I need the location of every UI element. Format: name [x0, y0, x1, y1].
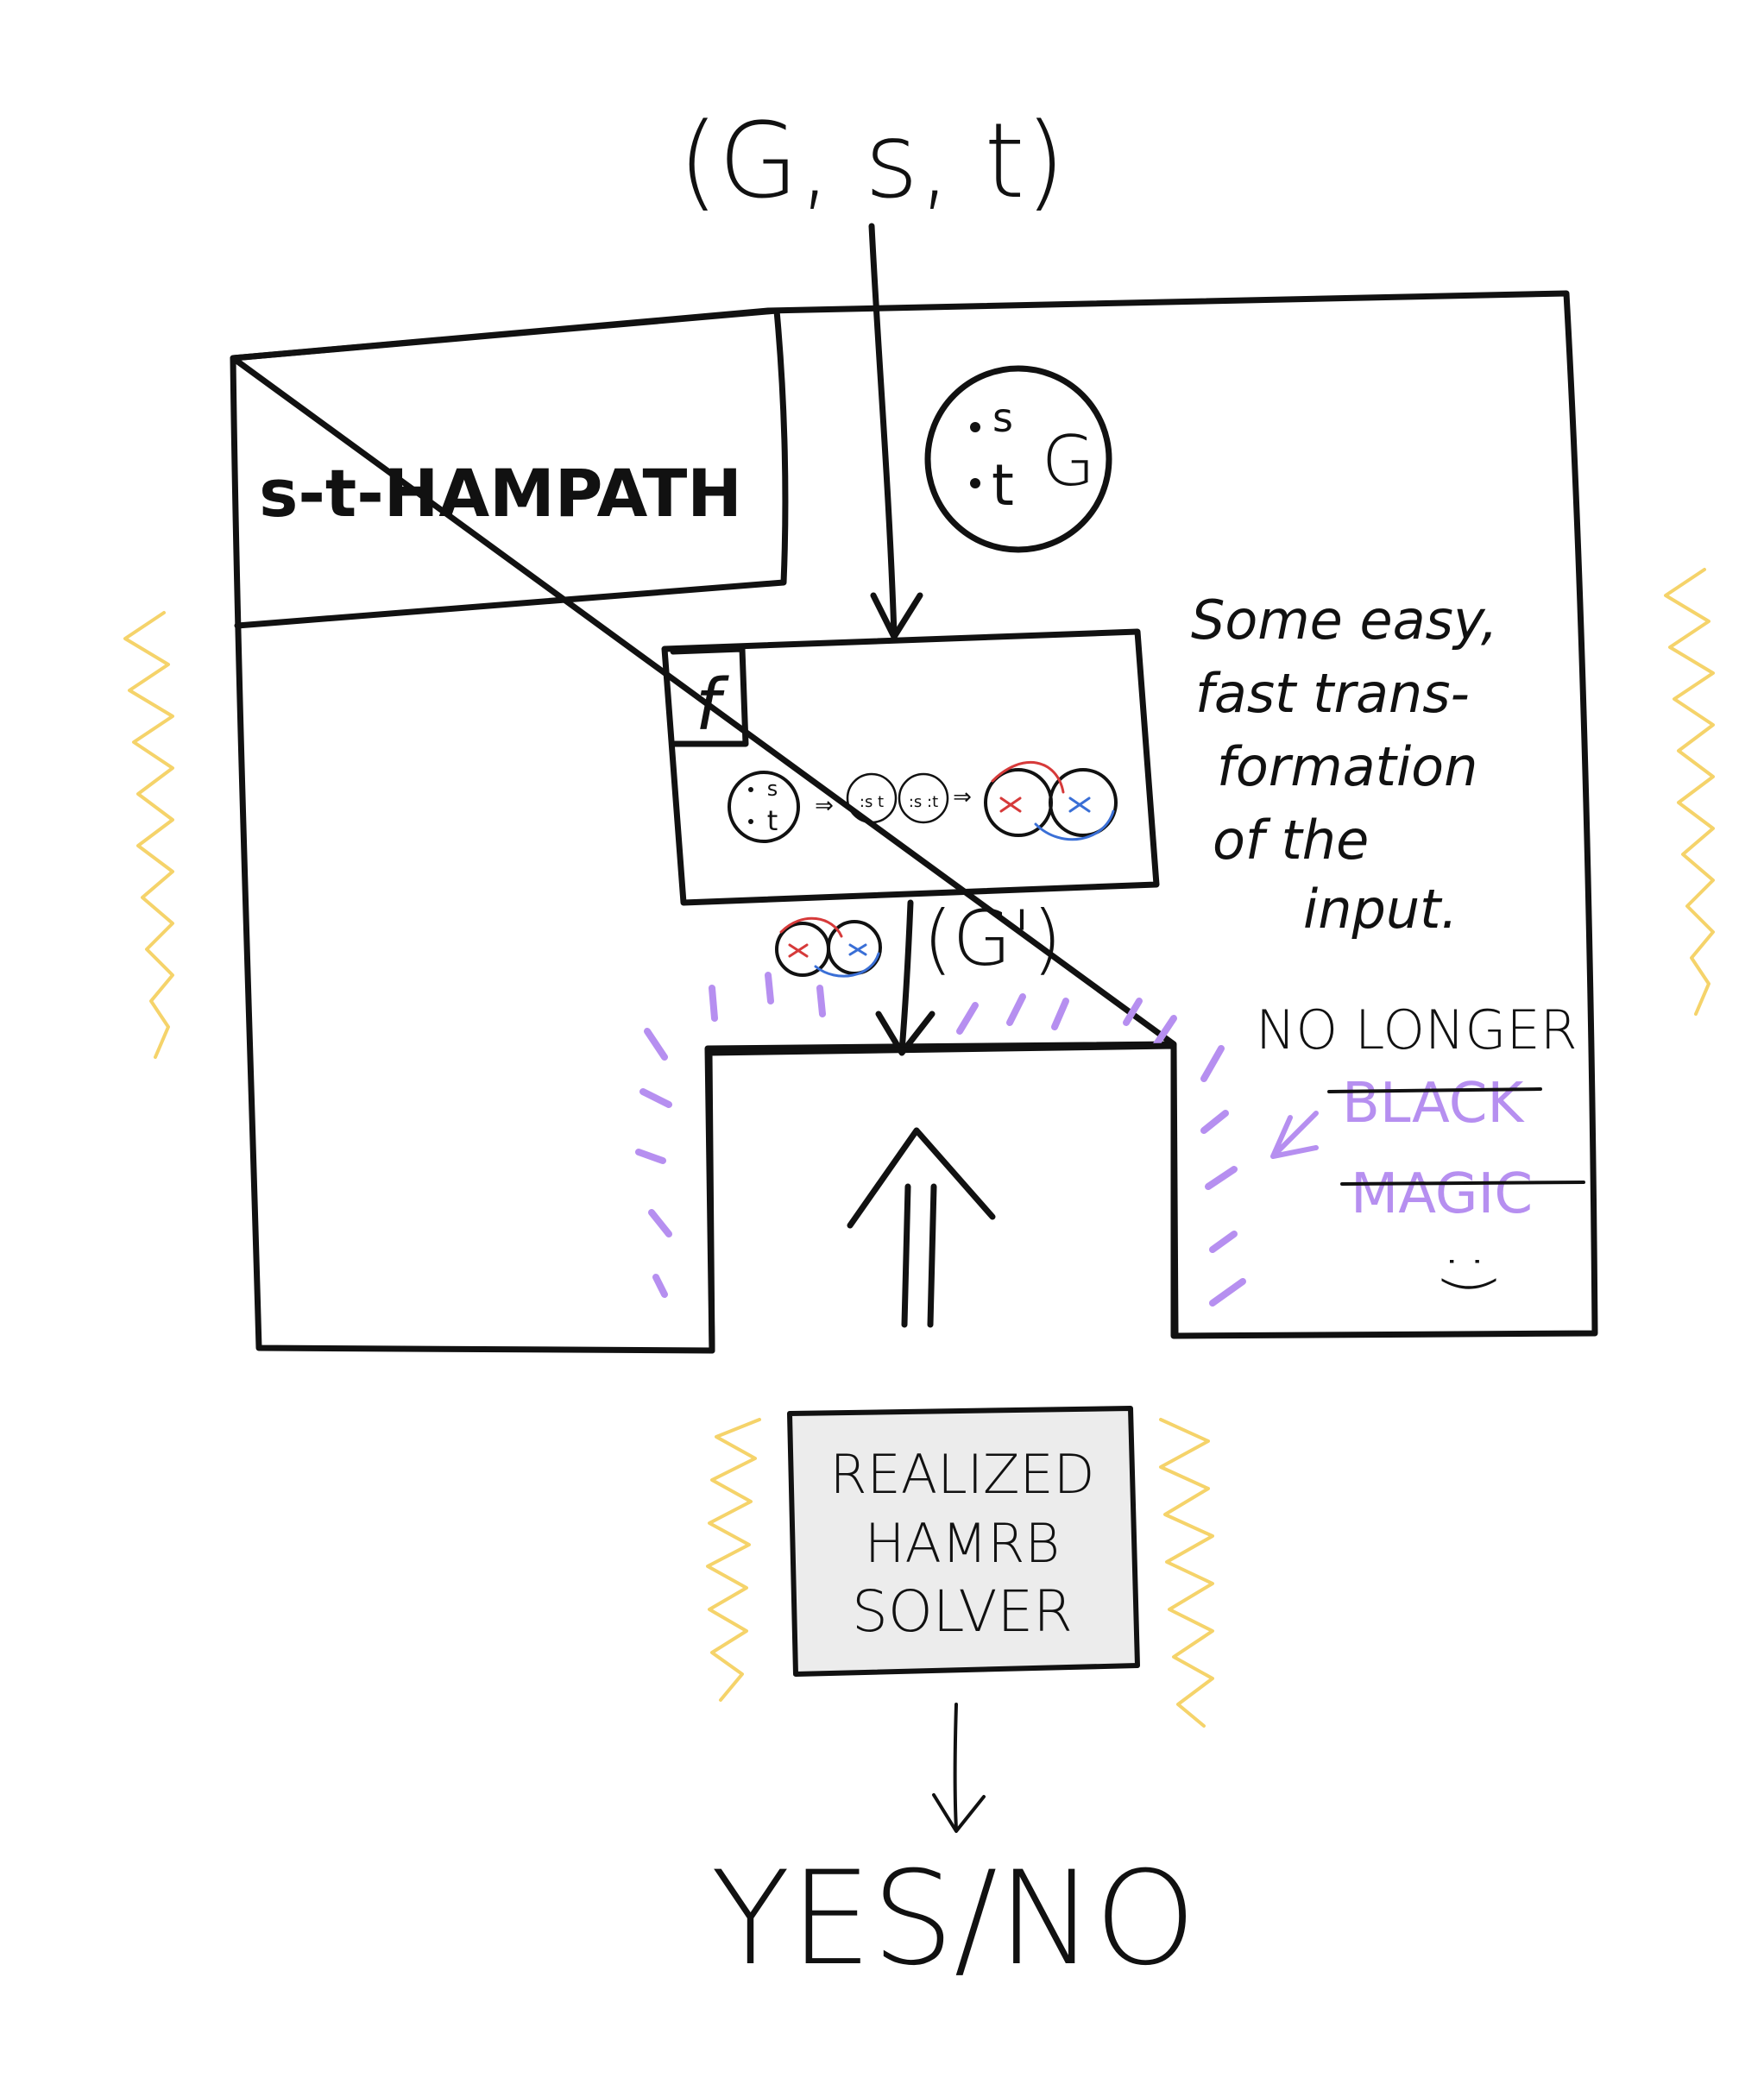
graph-s-label: s	[992, 394, 1013, 441]
transform-box: f s t ⇒ :s t :s :t ⇒	[661, 628, 1160, 906]
transform-sequence: s t ⇒ :s t :s :t ⇒	[728, 760, 1118, 843]
annotation-strike2	[1340, 1181, 1585, 1186]
intermediate-graph-icon	[775, 916, 882, 978]
annotation-line3: MAGIC	[1351, 1162, 1533, 1226]
svg-text:t: t	[767, 804, 778, 837]
annotation-line1: NO LONGER	[1256, 998, 1578, 1061]
yellow-glow-left	[123, 611, 174, 1059]
svg-text::s t: :s t	[860, 793, 884, 811]
transform-note-line2: fast trans-	[1195, 662, 1470, 725]
solver-line1: REALIZED	[830, 1443, 1095, 1506]
svg-text:s: s	[767, 777, 778, 801]
outer-box-label: s-t-HAMPATH	[259, 455, 742, 532]
transform-note-line4: of the	[1213, 809, 1369, 872]
yellow-glow-solver-right	[1159, 1418, 1214, 1728]
output-arrow	[932, 1703, 986, 1833]
intermediate-label: (G')	[923, 894, 1062, 983]
graph-g-label: G	[1042, 421, 1095, 501]
hampath-label-box	[230, 307, 789, 629]
yellow-glow-solver-left	[706, 1418, 761, 1702]
svg-text:⇒: ⇒	[953, 784, 972, 810]
magic-annotation: NO LONGER BLACK MAGIC :)	[1256, 998, 1585, 1295]
output-label: YES/NO	[711, 1844, 1196, 1994]
annotation-smiley: :)	[1435, 1251, 1506, 1295]
transform-note: Some easy, fast trans- formation of the …	[1191, 589, 1498, 941]
input-label: (G, s, t)	[678, 102, 1066, 222]
input-arrow	[868, 223, 923, 640]
transform-note-line5: input.	[1303, 878, 1458, 941]
svg-text::s :t: :s :t	[909, 793, 938, 811]
graph-t-label: t	[992, 452, 1014, 519]
yellow-glow-right	[1664, 568, 1715, 1016]
graph-circle: s t G	[924, 365, 1112, 553]
transform-box-label: f	[696, 664, 730, 746]
transform-note-line1: Some easy,	[1191, 589, 1498, 652]
solver-box: REALIZED HAMRB SOLVER	[787, 1406, 1140, 1677]
purple-glow-rays	[635, 972, 1246, 1307]
revealed-box	[706, 1042, 1179, 1354]
annotation-strike1	[1327, 1087, 1542, 1093]
svg-text:⇒: ⇒	[815, 793, 834, 819]
solver-line3: SOLVER	[852, 1578, 1073, 1645]
annotation-line2: BLACK	[1342, 1072, 1525, 1136]
annotation-pointer-arrow	[1270, 1111, 1319, 1159]
solver-line2: HAMRB	[865, 1512, 1060, 1575]
transform-note-line3: formation	[1217, 735, 1477, 798]
